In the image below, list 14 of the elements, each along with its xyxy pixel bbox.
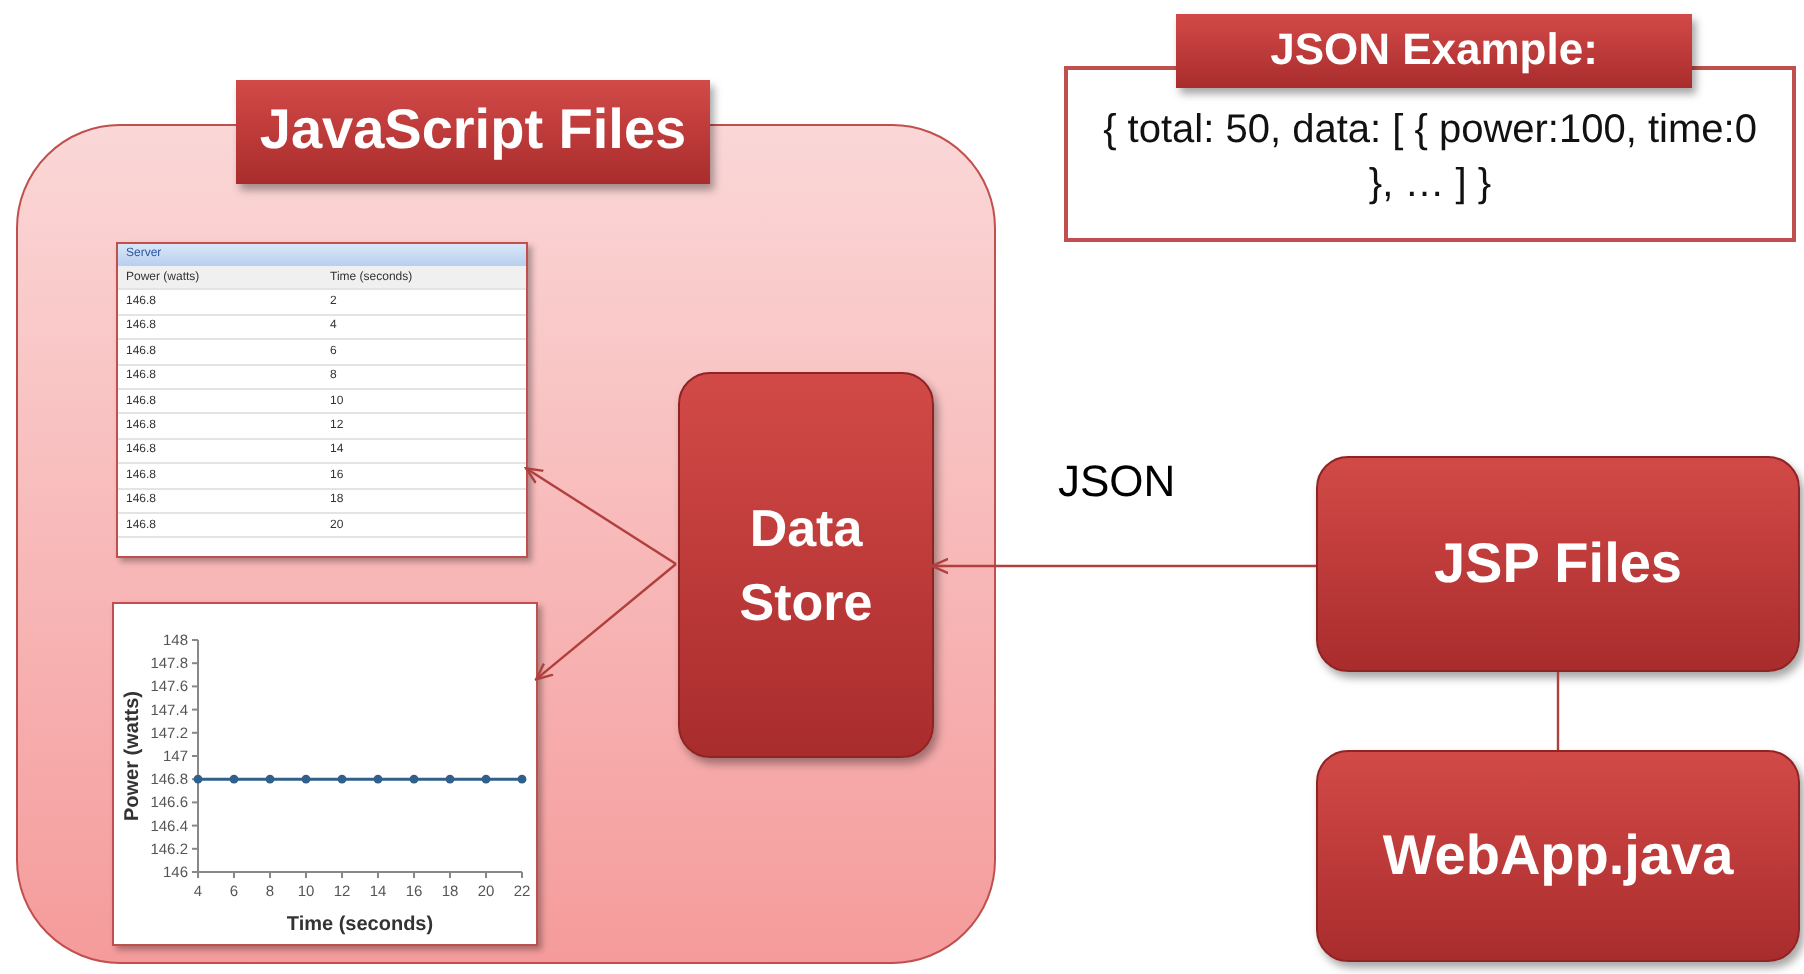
arrow — [524, 467, 677, 565]
axis-title: Time (seconds) — [286, 914, 434, 936]
process-box: WebApp.java — [1316, 750, 1800, 962]
note-title: JSON Example: — [1176, 14, 1692, 88]
process-box: Data Store — [678, 372, 934, 758]
connector-line — [1556, 672, 1560, 750]
line-chart — [112, 602, 538, 946]
axis-title: Power (watts) — [122, 691, 144, 821]
data-table — [116, 242, 528, 558]
process-box: JSP Files — [1316, 456, 1800, 672]
arrow — [534, 563, 677, 681]
group-title: JavaScript Files — [236, 80, 710, 184]
note-text: { total: 50, data: [ { power:100, time:0 }, … ] } — [1101, 106, 1759, 210]
arrow — [930, 557, 1316, 575]
